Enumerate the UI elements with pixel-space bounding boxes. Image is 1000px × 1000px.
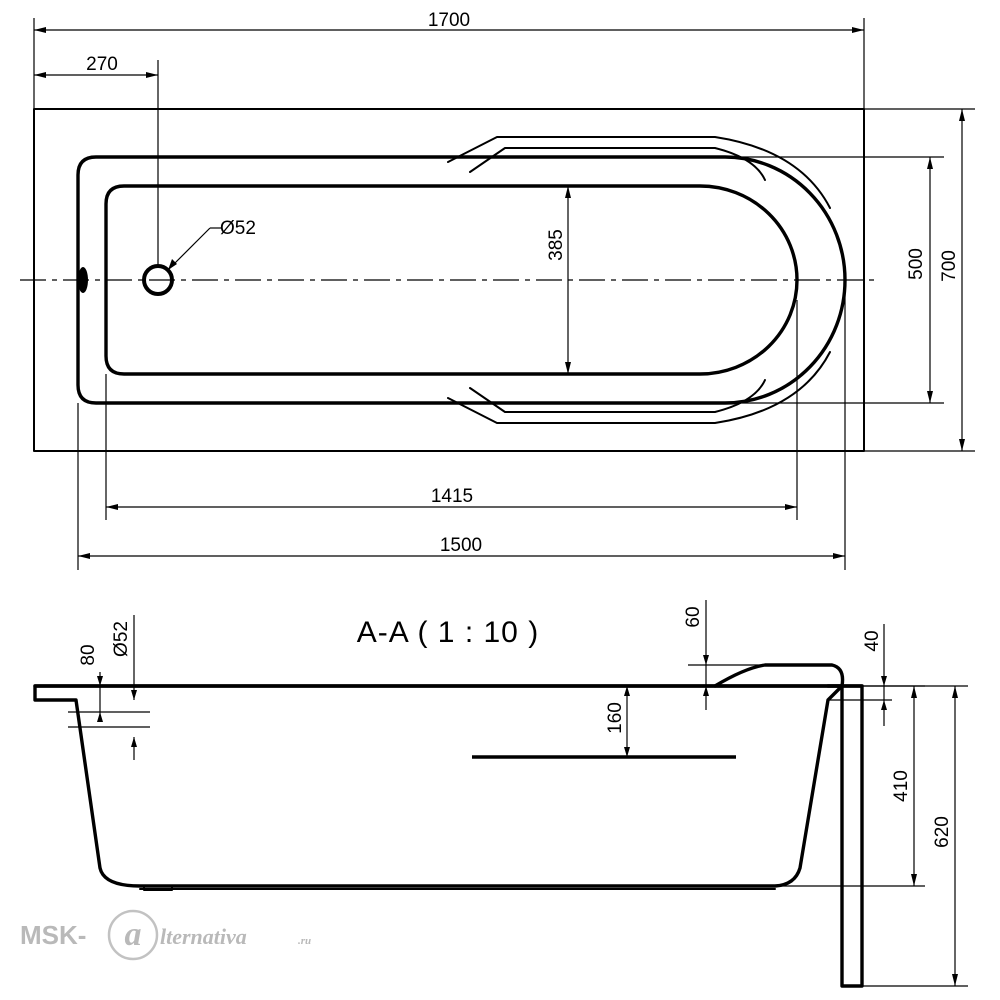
dim-armrest-drop: 160 bbox=[605, 686, 630, 757]
dim-drain-diameter-label: Ø52 bbox=[220, 218, 256, 239]
dim-drain-offset-label: 270 bbox=[86, 54, 118, 75]
dim-inner-length: 1415 bbox=[105, 300, 798, 520]
dim-rim-height: 40 bbox=[828, 624, 892, 726]
watermark-domain: .ru bbox=[298, 935, 311, 947]
dim-overall-length: 1700 bbox=[33, 10, 865, 109]
dim-bowl-width-label: 500 bbox=[906, 248, 927, 280]
dim-drain-offset: 270 bbox=[34, 54, 159, 266]
section-title: A-A ( 1 : 10 ) bbox=[357, 616, 539, 649]
dim-armrest-height: 60 bbox=[683, 600, 765, 710]
dim-overflow-diameter-label: Ø52 bbox=[111, 621, 132, 657]
plan-overflow-slot bbox=[78, 267, 88, 293]
dim-bowl-width: 500 bbox=[725, 156, 944, 404]
dim-total-height: 620 bbox=[862, 685, 968, 987]
watermark: MSK- a lternativa .ru bbox=[20, 909, 311, 961]
dim-inner-length-label: 1415 bbox=[431, 486, 473, 507]
plan-armrest-lower-inner bbox=[469, 379, 766, 413]
dim-overflow-height: 80 bbox=[68, 644, 150, 728]
dim-armrest-drop-label: 160 bbox=[605, 702, 626, 734]
section-tub-outline bbox=[33, 684, 844, 888]
dim-overflow-height-label: 80 bbox=[78, 644, 99, 665]
section-front-panel bbox=[840, 684, 864, 988]
section-view: A-A ( 1 : 10 ) 80 Ø52 bbox=[33, 600, 968, 988]
dim-total-height-label: 620 bbox=[932, 816, 953, 848]
dim-depth-label: 410 bbox=[891, 770, 912, 802]
section-armrest bbox=[713, 663, 845, 688]
dim-overall-width: 700 bbox=[864, 108, 975, 452]
section-foot bbox=[143, 885, 173, 891]
dim-overall-length-label: 1700 bbox=[428, 10, 470, 31]
watermark-logo-letter: a bbox=[125, 916, 142, 953]
watermark-logo-icon bbox=[107, 909, 159, 961]
plan-armrest-upper-inner bbox=[469, 147, 766, 181]
plan-armrest-lower bbox=[447, 351, 831, 424]
plan-bowl-outline bbox=[76, 155, 847, 405]
dim-armrest-height-label: 60 bbox=[683, 606, 704, 627]
plan-armrest-upper bbox=[447, 136, 831, 209]
dim-rim-height-label: 40 bbox=[862, 630, 883, 651]
dim-bowl-length-label: 1500 bbox=[440, 535, 482, 556]
watermark-suffix: lternativa bbox=[160, 924, 247, 949]
plan-view: 1700 270 Ø52 385 500 bbox=[20, 10, 975, 570]
dim-overall-width-label: 700 bbox=[939, 250, 960, 282]
dim-overflow-diameter: Ø52 bbox=[111, 615, 137, 760]
dim-inner-width-label: 385 bbox=[546, 229, 567, 261]
watermark-prefix: MSK- bbox=[20, 920, 86, 950]
dim-inner-width: 385 bbox=[546, 186, 571, 374]
dim-drain-diameter: Ø52 bbox=[167, 218, 256, 271]
dim-bowl-length: 1500 bbox=[77, 290, 846, 570]
